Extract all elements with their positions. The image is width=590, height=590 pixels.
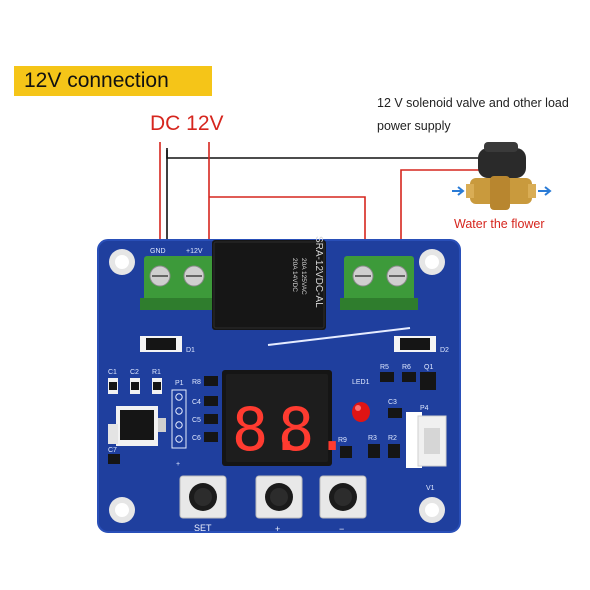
set-button[interactable] [179,475,227,519]
seven-segment-display [222,370,332,466]
left-smd-parts [108,378,166,464]
water-flow-arrow-icon [452,186,552,196]
d2-label: D2 [440,347,449,354]
led1-label: LED1 [352,379,370,386]
r9-label: R9 [338,437,347,444]
led-icon [352,402,370,422]
relay-rating-2: 20A 14VDC [291,258,298,292]
right-smd-parts [340,372,447,468]
r1-label: R1 [152,369,161,376]
p4-label: P4 [420,405,429,412]
c1-label: C1 [108,369,117,376]
title-badge [14,66,212,96]
relay-rating-1: 20A 125VAC [300,258,307,295]
diode-d2 [394,336,436,352]
r6-label: R6 [402,364,411,371]
c3-label: C3 [388,399,397,406]
gnd-label: GND [150,248,166,255]
plus12v-label: +12V [186,248,203,255]
silkscreen-line [267,327,411,346]
black-wire [166,148,480,159]
relay [212,240,326,330]
minus-button[interactable] [319,475,367,519]
r8-label: R8 [192,379,201,386]
plus-button-label: + [275,524,280,534]
r5-label: R5 [380,364,389,371]
diode-d1 [140,336,182,352]
input-terminal-block [140,256,218,310]
minus-button-label: − [339,524,344,534]
display-side-parts [204,376,218,442]
d1-label: D1 [186,347,195,354]
solenoid-valve-icon [466,142,536,210]
mounting-hole-icon [109,249,445,523]
p1-label: P1 [175,380,184,387]
red-wire-valve [400,169,482,262]
q1-label: Q1 [424,364,433,371]
c6-label: C6 [192,435,201,442]
diagram-title: 12V connection [24,69,169,92]
digit-1: 8. [232,395,304,465]
digit-2: 8. [278,395,350,465]
supply-note: 12 V solenoid valve and other load power… [377,96,569,133]
c7-label: C7 [108,447,117,454]
c2-label: C2 [130,369,139,376]
c5-label: C5 [192,417,201,424]
r2-label: R2 [388,435,397,442]
dc-12v-label: DC 12V [150,112,224,135]
p1-header [171,389,187,449]
r3-label: R3 [368,435,377,442]
water-flower-label: Water the flower [454,217,545,231]
plus-mark: + [176,461,180,468]
v1-label: V1 [426,485,435,492]
relay-model: SRA-12VDC-AL [313,236,324,308]
c4-label: C4 [192,399,201,406]
set-button-label: SET [194,523,212,533]
output-terminal-block [340,256,418,310]
plus-button[interactable] [255,475,303,519]
